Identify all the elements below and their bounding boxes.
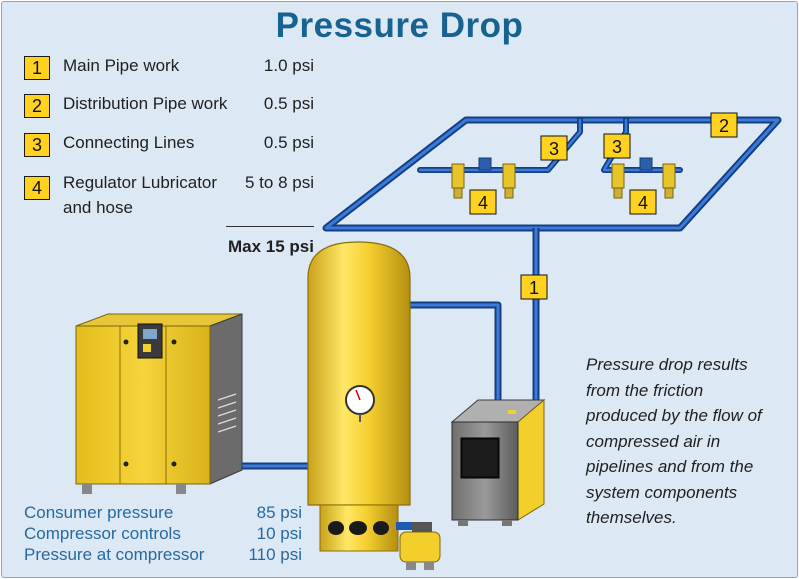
svg-text:2: 2 [719, 116, 729, 136]
note-line: Pressure drop results [586, 355, 748, 374]
legend-value-distribution-pipe: 0.5 psi [263, 94, 314, 113]
legend-label-connecting-lines: Connecting Lines [63, 133, 195, 152]
legend-value-main-pipe: 1.0 psi [263, 56, 314, 75]
note-line: themselves. [586, 508, 677, 527]
svg-text:1: 1 [529, 278, 539, 298]
pressure-at-compressor-label: Pressure at compressor [24, 545, 205, 564]
diagram-badge-4-right: 4 [629, 189, 657, 215]
distribution-pipe-loop [322, 116, 782, 232]
svg-text:3: 3 [612, 137, 622, 157]
diagram-badge-1: 1 [520, 274, 548, 300]
diagram-badge-3-right: 3 [603, 133, 631, 159]
svg-text:4: 4 [638, 193, 648, 213]
legend-badge-4: 4 [24, 176, 50, 200]
legend-label-and-hose: and hose [63, 198, 133, 217]
legend-badge-2: 2 [24, 94, 50, 118]
legend-label-regulator-lubricator: Regulator Lubricator [63, 173, 218, 192]
legend-badge-3: 3 [24, 133, 50, 157]
note-line: produced by the flow of [586, 406, 762, 425]
note-line: system components [586, 482, 738, 502]
diagram-badge-4-left: 4 [469, 189, 497, 215]
compressor-unit [75, 313, 243, 494]
svg-text:4: 4 [478, 193, 488, 213]
total-divider [226, 226, 314, 227]
pressure-at-compressor-value: 110 psi [248, 545, 302, 564]
explanation-note: Pressure drop results from the friction … [586, 352, 791, 531]
svg-text:3: 3 [549, 139, 559, 159]
tank-outlet-pipe [410, 301, 502, 400]
legend-badge-1: 1 [24, 56, 50, 80]
note-line: from the friction [586, 380, 704, 400]
max-pressure-drop-label: Max 15 psi [228, 237, 314, 256]
legend-label-distribution-pipe: Distribution Pipe work [63, 94, 228, 113]
legend-value-regulator-lubricator: 5 to 8 psi [245, 173, 314, 192]
regulator-lubricator-unit-left [451, 157, 516, 199]
air-receiver-tank [307, 241, 411, 552]
diagram-badge-3-left: 3 [540, 135, 568, 161]
legend-value-connecting-lines: 0.5 psi [263, 133, 314, 152]
note-line: pipelines and from the [586, 457, 754, 476]
consumer-pressure-value: 85 psi [256, 503, 302, 522]
air-dryer-unit [450, 398, 546, 526]
legend-label-main-pipe: Main Pipe work [63, 56, 180, 75]
pressure-gauge-icon [345, 385, 375, 422]
consumer-pressure-label: Consumer pressure [24, 503, 174, 522]
regulator-lubricator-unit-right [611, 157, 676, 199]
compressor-controls-label: Compressor controls [24, 524, 181, 543]
diagram-badge-2: 2 [710, 112, 738, 138]
condensate-drain [396, 522, 441, 570]
note-line: compressed air in [586, 431, 721, 451]
page-title: Pressure Drop [275, 6, 524, 45]
compressor-controls-value: 10 psi [256, 524, 302, 543]
